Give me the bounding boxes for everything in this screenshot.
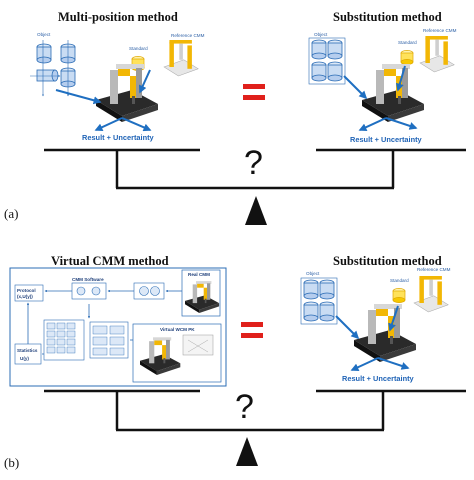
balance-scale-b: ? [44,388,466,466]
substitution-illustration-a: Object Standard Reference CMM Result + U… [308,28,457,144]
result-label-b-right: Result + Uncertainty [342,374,415,383]
equals-sign-a-top [243,84,265,89]
cmm-software-label: CMM Software [72,277,104,282]
virtual-cmm-flowchart: Real CMM CMM Software Protocol (x,U(y)) … [9,267,227,387]
standard-label-b-right: Standard [390,278,409,283]
protocol-value: (x,U(y)) [17,294,33,299]
title-substitution-b: Substitution method [333,254,442,268]
object-label-a: Object [37,32,51,37]
statistics-label: Statistics [17,348,38,353]
equals-sign-b-top [241,322,263,327]
object-label-b-right: Object [306,271,320,276]
reference-cmm-label-b-right: Reference CMM [417,267,451,272]
title-multi-position: Multi-position method [58,10,178,24]
result-label-a-left: Result + Uncertainty [82,133,155,142]
fulcrum-b [236,437,258,466]
reference-cmm-label-a: Reference CMM [171,33,205,38]
standard-label-a: Standard [129,46,148,51]
substitution-illustration-b: Object Standard Reference CMM Result + U… [300,267,451,383]
statistics-value: U(y) [20,356,29,361]
question-mark-a: ? [244,144,263,182]
panel-label-b: (b) [4,455,20,470]
reference-cmm-label-a-right: Reference CMM [423,28,457,33]
multi-position-illustration: Object Standard Reference CMM Result + U… [30,32,205,142]
real-cmm-label: Real CMM [188,272,210,277]
protocol-label: Protocol [17,288,36,293]
fulcrum-a [245,196,267,225]
title-substitution-a: Substitution method [333,10,442,24]
standard-label-a-right: Standard [398,40,417,45]
object-label-a-right: Object [314,32,328,37]
panel-label-a: (a) [4,206,19,221]
question-mark-b: ? [235,388,254,426]
equals-sign-b-bottom [241,333,263,338]
balance-scale-a: ? [44,144,466,225]
equals-sign-a-bottom [243,95,265,100]
title-virtual-cmm: Virtual CMM method [51,254,169,268]
virtual-pk-label: Virtual WCM PK [160,327,195,332]
result-label-a-right: Result + Uncertainty [350,135,423,144]
